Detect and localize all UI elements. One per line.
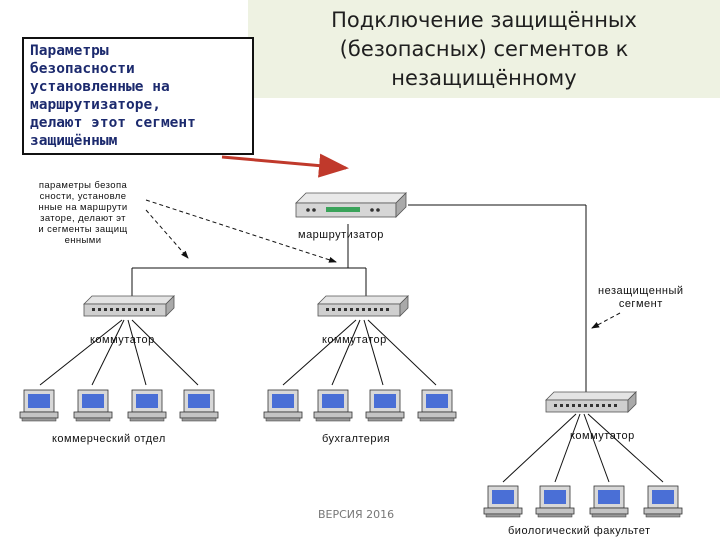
computer-icon	[73, 389, 113, 422]
unprotected-segment-label: незащищенный сегмент	[598, 285, 684, 310]
computer-icon	[19, 389, 59, 422]
department-commercial: коммерческий отдел	[52, 433, 166, 445]
computer-icon	[263, 389, 303, 422]
network-links	[39, 204, 664, 483]
computer-icon	[483, 485, 523, 518]
small-note: параметры безопа сности, установле нные …	[38, 180, 128, 246]
computer-icon	[127, 389, 167, 422]
computer-icon	[365, 389, 405, 422]
computer-icon	[417, 389, 457, 422]
computer-icon	[535, 485, 575, 518]
switch-label-commercial: коммутатор	[90, 334, 155, 346]
computer-icon	[313, 389, 353, 422]
switch-icon	[317, 295, 409, 317]
computer-icon	[643, 485, 683, 518]
router-icon	[295, 192, 407, 218]
callout-arrow	[221, 153, 349, 178]
switch-icon	[545, 391, 637, 413]
computer-icon	[179, 389, 219, 422]
computer-icon	[589, 485, 629, 518]
switch-label-biology: коммутатор	[570, 430, 635, 442]
switch-label-accounting: коммутатор	[322, 334, 387, 346]
department-biology: биологический факультет	[508, 525, 651, 537]
slide-title: Подключение защищённых (безопасных) сегм…	[331, 8, 637, 90]
switch-icon	[83, 295, 175, 317]
router-label: маршрутизатор	[298, 229, 384, 241]
callout-text: Параметры безопасности установленные на …	[30, 43, 196, 149]
department-accounting: бухгалтерия	[322, 433, 391, 445]
version-watermark: ВЕРСИЯ 2016	[318, 508, 395, 521]
callout-box: Параметры безопасности установленные на …	[22, 37, 254, 155]
annotation-arrows	[145, 199, 621, 329]
title-band	[248, 0, 720, 98]
